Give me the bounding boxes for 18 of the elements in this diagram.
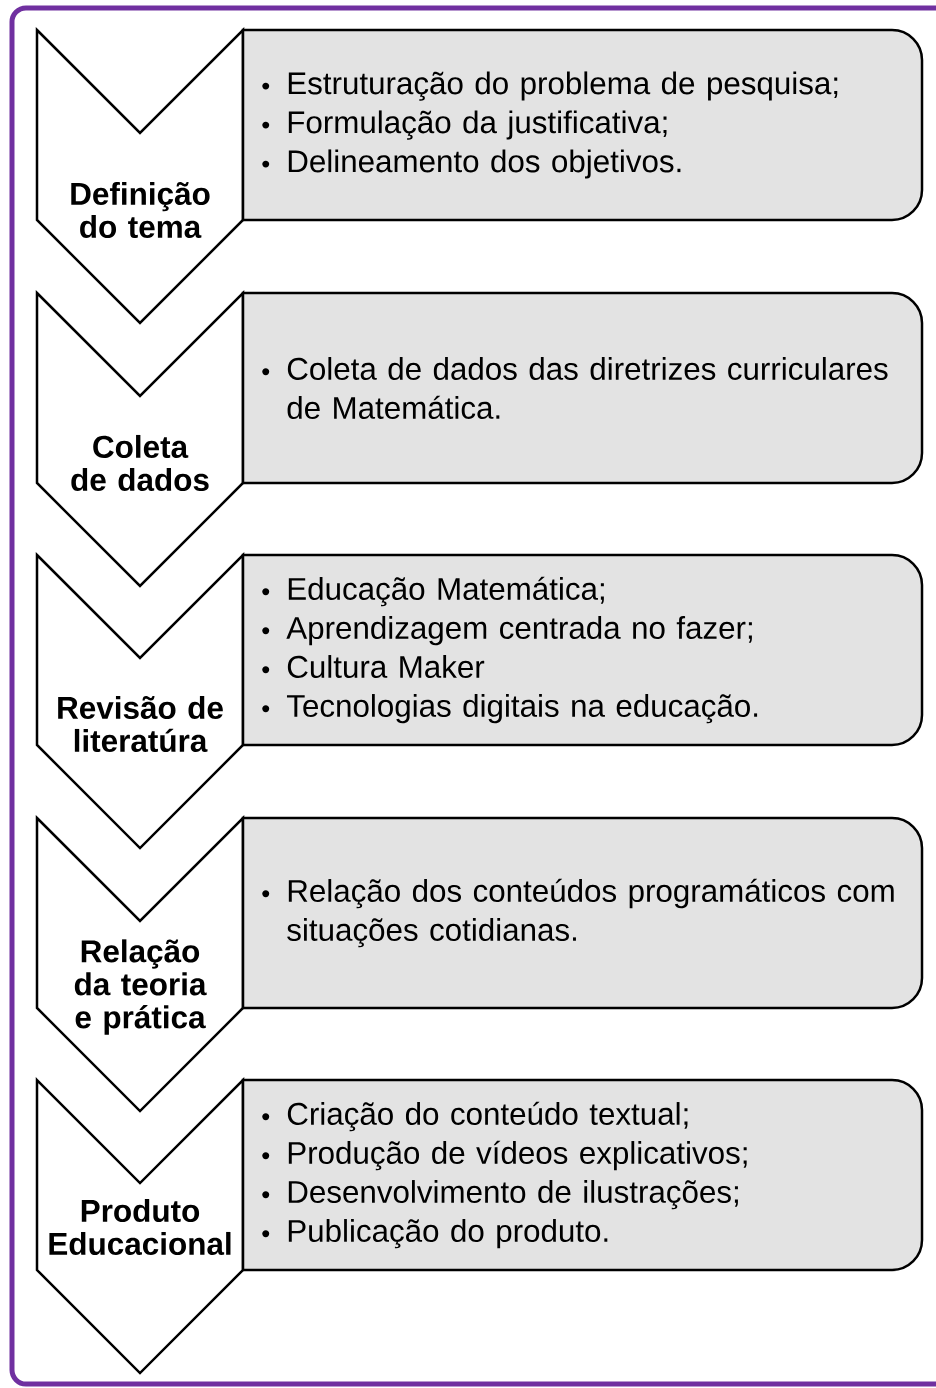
bullet-text: Desenvolvimento de ilustrações; — [288, 1180, 738, 1210]
content-box — [241, 553, 924, 747]
bullet-text: Criação do conteúdo textual; — [287, 1101, 688, 1132]
bullet-text: Tecnologias digitais na educação. — [287, 694, 758, 724]
bullet-text: Educação Matemática; — [288, 576, 604, 607]
bullet-text: Aprendizagem centrada no fazer; — [286, 616, 752, 646]
content-box — [241, 28, 924, 222]
bullet-text: Relação dos conteúdos programáticos com situações cotidianas. — [287, 878, 894, 948]
bullet-text: Produção de vídeos explicativos; — [288, 1140, 747, 1171]
bullet-text: Estruturação do problema de pesquisa; — [288, 71, 838, 101]
bullet-text: Publicação do produto. — [288, 1219, 608, 1249]
bullet-text: Delineamento dos objetivos. — [288, 149, 681, 179]
bullet-text: Cultura Maker — [287, 655, 485, 679]
content-box — [241, 291, 924, 485]
bullet-text: Coleta de dados das diretrizes curriculares de Matemática. — [287, 357, 888, 419]
content-box — [241, 816, 924, 1010]
content-box — [241, 1078, 924, 1272]
bullet-text: Formulação da justificativa; — [288, 110, 667, 140]
